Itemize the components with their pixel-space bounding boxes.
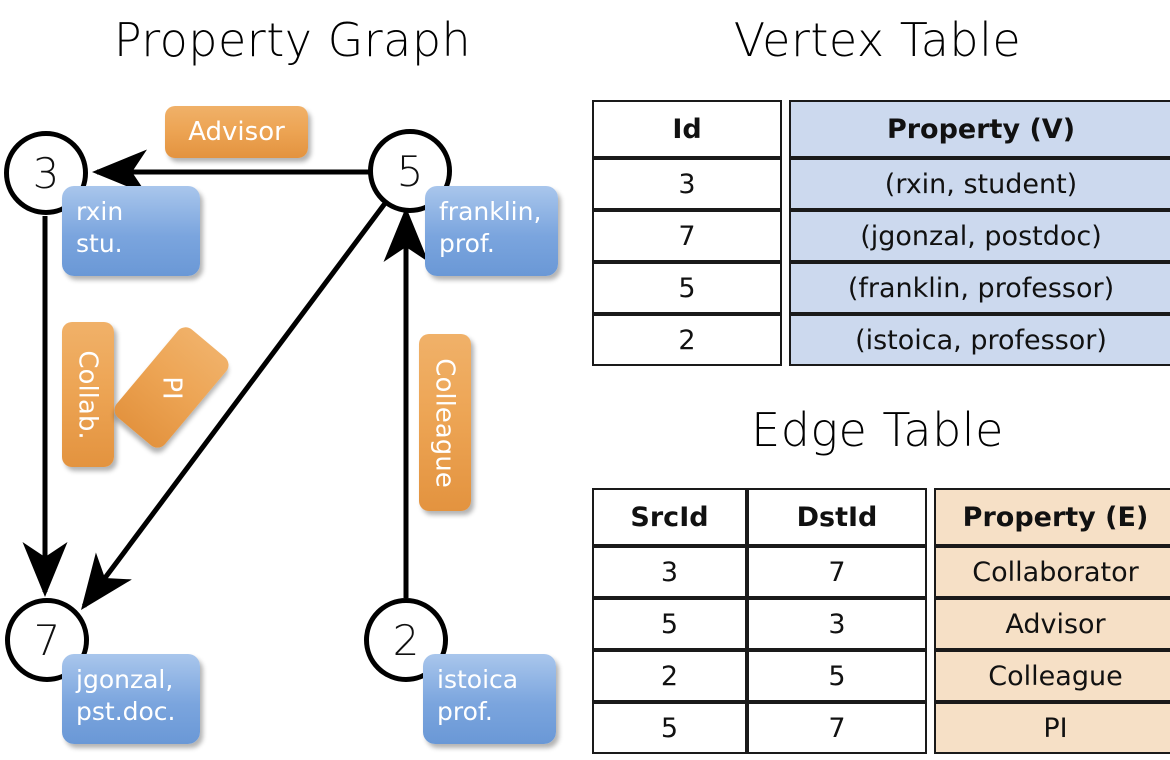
vertex-row-0-id: 3 — [592, 158, 782, 210]
edge-table-header-dstid: DstId — [747, 488, 927, 546]
vertex-table-column-gap — [782, 210, 789, 262]
edge-row-3-src: 5 — [592, 702, 747, 754]
vertex-property-box-7: jgonzal, pst.doc. — [62, 654, 200, 744]
edge-label-collab: Collab. — [62, 322, 114, 467]
vertex-table-header-property: Property (V) — [789, 100, 1170, 158]
edge-label-collab-text: Collab. — [73, 349, 103, 440]
edge-table-column-gap — [927, 488, 934, 546]
page-title-vertex-table: Vertex Table — [733, 13, 1022, 67]
edge-row-1-src: 5 — [592, 598, 747, 650]
edge-row-1-property: Advisor — [934, 598, 1170, 650]
vertex-row-3-property: (istoica, professor) — [789, 314, 1170, 366]
vertex-row-1-property: (jgonzal, postdoc) — [789, 210, 1170, 262]
vertex-table-column-gap — [782, 262, 789, 314]
edge-row-2-dst: 5 — [747, 650, 927, 702]
vertex-row-2-id: 5 — [592, 262, 782, 314]
vertex-property-box-2: istoica prof. — [423, 654, 556, 744]
edge-row-3-property: PI — [934, 702, 1170, 754]
vertex-table-column-gap — [782, 158, 789, 210]
vertex-table-column-gap — [782, 100, 789, 158]
vertex-property-box-5: franklin, prof. — [425, 186, 558, 276]
edge-5-to-7-pi — [81, 200, 389, 611]
graph-vertex-3-label: 3 — [32, 148, 60, 198]
edge-label-pi-text: PI — [156, 375, 187, 400]
page-title-edge-table: Edge Table — [751, 403, 1004, 457]
edge-label-advisor-text: Advisor — [188, 117, 285, 147]
graph-vertex-7-label: 7 — [33, 615, 61, 665]
table-row: 3 7 Collaborator — [592, 546, 1170, 598]
vertex-row-0-property: (rxin, student) — [789, 158, 1170, 210]
table-row: 5 7 PI — [592, 702, 1170, 754]
edge-row-0-dst: 7 — [747, 546, 927, 598]
graph-vertex-5-label: 5 — [396, 146, 424, 196]
edge-table-column-gap — [927, 702, 934, 754]
edge-row-0-property: Collaborator — [934, 546, 1170, 598]
table-row: 7 (jgonzal, postdoc) — [592, 210, 1170, 262]
edge-label-advisor: Advisor — [165, 106, 308, 158]
edge-row-2-property: Colleague — [934, 650, 1170, 702]
vertex-table-column-gap — [782, 314, 789, 366]
edge-row-0-src: 3 — [592, 546, 747, 598]
vertex-property-box-3: rxin stu. — [62, 186, 200, 276]
vertex-table-header-id: Id — [592, 100, 782, 158]
table-row: 2 5 Colleague — [592, 650, 1170, 702]
edge-table-column-gap — [927, 598, 934, 650]
edge-table-header-srcid: SrcId — [592, 488, 747, 546]
edge-table: SrcId DstId Property (E) 3 7 Collaborato… — [592, 488, 1170, 754]
vertex-row-3-id: 2 — [592, 314, 782, 366]
vertex-table-header-row: Id Property (V) — [592, 100, 1170, 158]
vertex-row-2-property: (franklin, professor) — [789, 262, 1170, 314]
graph-vertex-2-label: 2 — [392, 615, 420, 665]
edge-row-3-dst: 7 — [747, 702, 927, 754]
edge-table-header-row: SrcId DstId Property (E) — [592, 488, 1170, 546]
graph-vertex-2[interactable]: 2 — [364, 598, 448, 682]
table-row: 5 3 Advisor — [592, 598, 1170, 650]
edge-row-1-dst: 3 — [747, 598, 927, 650]
table-row: 3 (rxin, student) — [592, 158, 1170, 210]
property-graph-panel: Property Graph Advisor Collab. PI Collea… — [4, 13, 558, 744]
edge-label-colleague: Colleague — [419, 334, 471, 511]
edge-label-colleague-text: Colleague — [430, 357, 461, 488]
graph-edges-svg — [22, 149, 429, 611]
vertex-row-1-id: 7 — [592, 210, 782, 262]
table-row: 5 (franklin, professor) — [592, 262, 1170, 314]
edge-table-column-gap — [927, 650, 934, 702]
edge-table-column-gap — [927, 546, 934, 598]
vertex-table: Id Property (V) 3 (rxin, student) 7 (jgo… — [592, 100, 1170, 366]
page-title-property-graph: Property Graph — [113, 13, 472, 67]
edge-row-2-src: 2 — [592, 650, 747, 702]
table-row: 2 (istoica, professor) — [592, 314, 1170, 366]
edge-table-header-property: Property (E) — [934, 488, 1170, 546]
